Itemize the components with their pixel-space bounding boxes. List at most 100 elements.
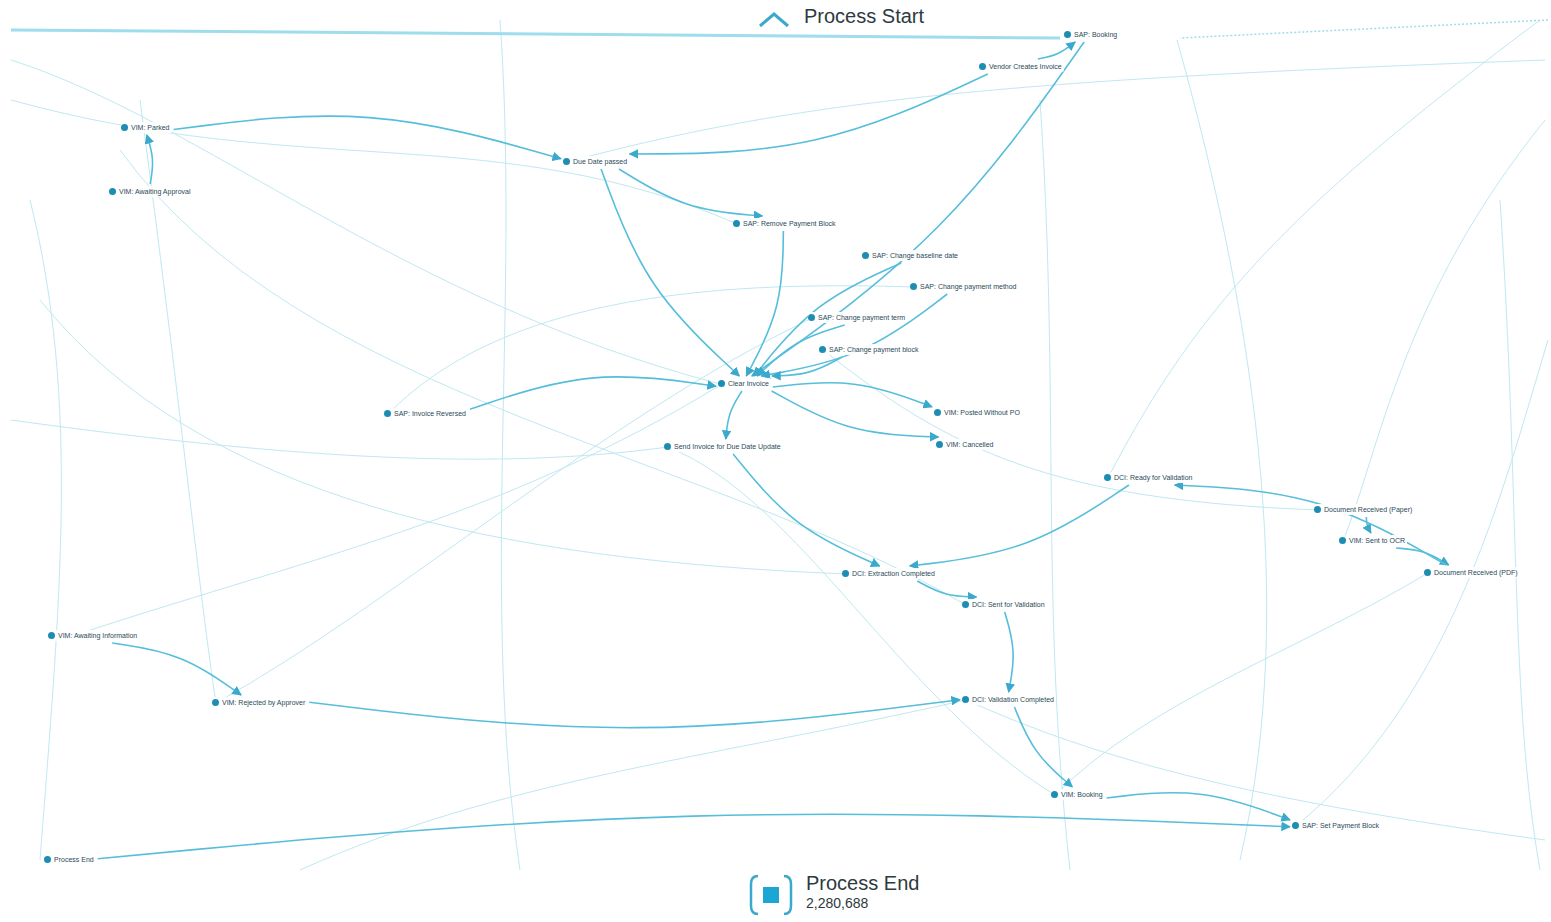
node-label: DCI: Sent for Validation bbox=[972, 600, 1045, 609]
node-label: Clear Invoice bbox=[728, 379, 769, 388]
flow-connector bbox=[470, 377, 716, 410]
activity-dot bbox=[109, 188, 116, 195]
activity-dot bbox=[563, 158, 570, 165]
flow-connector bbox=[772, 357, 842, 376]
node-label: VIM: Awaiting Approval bbox=[119, 187, 190, 196]
activity-node: Process End bbox=[44, 854, 96, 865]
node-label: VIM: Booking bbox=[1061, 790, 1103, 799]
activity-dot bbox=[1314, 506, 1321, 513]
node-label: VIM: Sent to OCR bbox=[1349, 536, 1405, 545]
node-label: VIM: Awaiting Information bbox=[58, 631, 137, 640]
node-label: VIM: Posted Without PO bbox=[944, 408, 1020, 417]
activity-dot bbox=[733, 220, 740, 227]
activity-node: SAP: Set Payment Block bbox=[1292, 820, 1381, 831]
flow-connector bbox=[1107, 793, 1290, 820]
flow-connector bbox=[1005, 612, 1013, 692]
activity-dot bbox=[48, 632, 55, 639]
activity-node: Document Received (PDF) bbox=[1424, 567, 1520, 578]
activity-node: SAP: Change payment term bbox=[808, 312, 907, 323]
activity-dot bbox=[819, 346, 826, 353]
flow-curve bbox=[120, 150, 966, 605]
node-label: VIM: Parked bbox=[131, 123, 170, 132]
node-label: VIM: Cancelled bbox=[946, 440, 993, 449]
flow-connector bbox=[910, 485, 1129, 566]
activity-node: SAP: Change payment block bbox=[819, 344, 921, 355]
activity-node: VIM: Cancelled bbox=[936, 439, 995, 450]
activity-dot bbox=[44, 856, 51, 863]
flow-curve bbox=[966, 700, 1545, 840]
flow-connector bbox=[917, 581, 976, 597]
flow-curve bbox=[1055, 573, 1428, 795]
end-node: Process End2,280,688 bbox=[744, 872, 923, 918]
activity-dot bbox=[384, 410, 391, 417]
activity-dot bbox=[212, 699, 219, 706]
activity-node: VIM: Posted Without PO bbox=[934, 407, 1022, 418]
start-node: Process Start bbox=[752, 5, 928, 28]
node-label: Vendor Creates Invoice bbox=[989, 62, 1062, 71]
activity-node: VIM: Booking bbox=[1051, 789, 1105, 800]
flow-curve bbox=[1343, 120, 1545, 541]
end-bracket bbox=[751, 876, 791, 914]
activity-dot bbox=[910, 283, 917, 290]
activity-node: SAP: Remove Payment Block bbox=[733, 218, 838, 229]
activity-dot bbox=[962, 601, 969, 608]
start-chevron bbox=[760, 14, 788, 26]
node-label: VIM: Rejected by Approver bbox=[222, 698, 305, 707]
flow-curve bbox=[567, 60, 1545, 162]
activity-node: SAP: Change baseline date bbox=[862, 250, 960, 261]
node-label: SAP: Change payment block bbox=[829, 345, 919, 354]
flow-curve bbox=[30, 200, 61, 860]
activity-node: VIM: Parked bbox=[121, 122, 172, 133]
node-label: SAP: Set Payment Block bbox=[1302, 821, 1379, 830]
node-label: DCI: Ready for Validation bbox=[1114, 473, 1192, 482]
node-label: Document Received (PDF) bbox=[1434, 568, 1518, 577]
activity-dot bbox=[962, 696, 969, 703]
activity-node: VIM: Rejected by Approver bbox=[212, 697, 307, 708]
node-label: SAP: Change baseline date bbox=[872, 251, 958, 260]
flow-connector bbox=[1175, 485, 1447, 565]
activity-node: Send Invoice for Due Date Update bbox=[664, 441, 783, 452]
node-label: SAP: Change payment term bbox=[818, 313, 905, 322]
flow-connector bbox=[1038, 42, 1075, 59]
activity-node: SAP: Invoice Reversed bbox=[384, 408, 468, 419]
activity-dot bbox=[1064, 31, 1071, 38]
flow-curve bbox=[60, 384, 722, 640]
flow-connector bbox=[726, 391, 742, 439]
flow-curve bbox=[11, 30, 1060, 38]
activity-dot bbox=[1051, 791, 1058, 798]
activity-node: DCI: Sent for Validation bbox=[962, 599, 1047, 610]
flow-curve bbox=[823, 350, 1318, 510]
activity-node: DCI: Ready for Validation bbox=[1104, 472, 1194, 483]
activity-dot bbox=[1424, 569, 1431, 576]
flow-connector bbox=[752, 42, 1084, 376]
activity-dot bbox=[936, 441, 943, 448]
activity-node: DCI: Validation Completed bbox=[962, 694, 1056, 705]
flow-connector bbox=[619, 169, 762, 216]
flow-connector bbox=[746, 231, 783, 376]
end-square bbox=[763, 887, 779, 903]
activity-dot bbox=[862, 252, 869, 259]
flow-curve bbox=[40, 300, 846, 574]
node-label: SAP: Invoice Reversed bbox=[394, 409, 466, 418]
activity-node: Due Date passed bbox=[563, 156, 629, 167]
flow-connector bbox=[761, 294, 947, 376]
activity-dot bbox=[1292, 822, 1299, 829]
flow-curve bbox=[11, 60, 720, 384]
node-label: Process Start bbox=[804, 5, 924, 28]
flow-curve bbox=[1180, 20, 1548, 38]
flow-connector bbox=[1014, 707, 1072, 787]
node-label: Send Invoice for Due Date Update bbox=[674, 442, 781, 451]
flow-connector bbox=[630, 74, 988, 154]
activity-dot bbox=[842, 570, 849, 577]
activity-node: Document Received (Paper) bbox=[1314, 504, 1414, 515]
flow-curve bbox=[11, 420, 668, 459]
end-icon bbox=[748, 872, 794, 918]
activity-node: SAP: Change payment method bbox=[910, 281, 1019, 292]
flow-curve bbox=[1040, 100, 1070, 870]
flow-connector bbox=[309, 700, 960, 728]
flow-curve bbox=[500, 20, 520, 870]
flow-connector bbox=[1366, 517, 1371, 533]
node-label: SAP: Change payment method bbox=[920, 282, 1017, 291]
